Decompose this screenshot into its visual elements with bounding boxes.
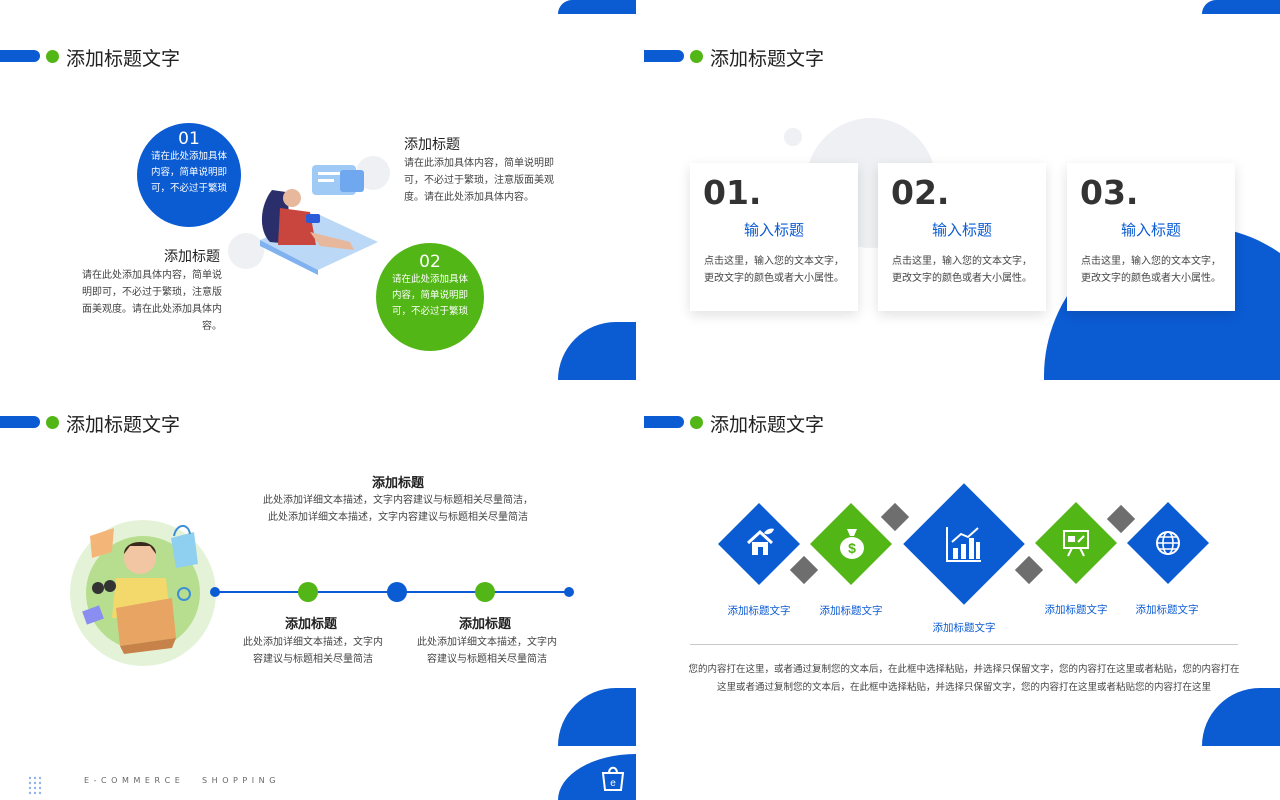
card-text: 点击这里，输入您的文本文字，更改文字的颜色或者大小属性。 [704,256,844,284]
circle-text: 请在此处添加具体内容，简单说明即可，不必过于繁琐 [391,274,468,317]
top-heading: 添加标题 [371,476,424,491]
header-dot [46,50,59,63]
globe-icon [1156,531,1180,555]
timeline-node [387,582,407,602]
slide-2[interactable]: 添加标题文字 01. 输入标题 点击这里，输入您的文本文字，更改文字的颜色或者大… [644,0,1280,380]
header-bar [0,416,40,428]
corner-shape [558,688,636,746]
circle-text: 请在此处添加具体内容，简单说明即可，不必过于繁琐 [150,151,227,194]
card-number: 02. [891,173,950,212]
header-dot [46,416,59,429]
slide-title: 添加标题文字 [710,414,825,436]
diamond-label: 添加标题文字 [1044,604,1108,616]
header-dot [690,50,703,63]
card-title: 输入标题 [743,221,804,239]
corner-shape [1202,0,1280,14]
decor-diamond [880,502,910,532]
divider [690,644,1238,645]
body-text-line: 这里或者通过复制您的文本后，在此框中选择粘贴，并选择只保留文字，您的内容打在这里… [716,682,1211,693]
svg-text:e: e [610,778,616,789]
money-bag-icon: $ [840,529,864,559]
svg-text:$: $ [848,540,856,556]
circle-number: 02 [419,252,441,272]
timeline-node [475,582,495,602]
timeline-node [298,582,318,602]
header-dot [690,416,703,429]
block-text: 请在此处添加具体内容，简单说明即可，不必过于繁琐，注意版面美观度。请在此处添加具… [82,270,222,332]
footer-tagline: E - C O M M E R C E S H O P P I N G [84,776,277,785]
slide-3[interactable]: 添加标题文字 添加标题 此处添加详细文本描述，文字内容建议与标题相关尽量简洁， … [0,410,636,800]
corner-shape [1202,688,1280,746]
right-heading: 添加标题 [458,617,511,632]
bar-chart-icon [946,527,981,562]
slide-title: 添加标题文字 [66,48,181,70]
diamond-label: 添加标题文字 [932,622,996,634]
presentation-icon [1063,530,1089,557]
slide-title: 添加标题文字 [710,48,825,70]
body-text-line: 您的内容打在这里，或者通过复制您的文本后，在此框中选择粘贴，并选择只保留文字，您… [688,664,1240,675]
decor-bubble [784,128,802,146]
top-text-line: 此处添加详细文本描述，文字内容建议与标题相关尽量简洁， [263,495,533,506]
header-bar [0,50,40,62]
top-text-line: 此处添加详细文本描述，文字内容建议与标题相关尽量简洁 [268,512,528,523]
slide-1[interactable]: 添加标题文字 01 请在此处添加具体内容，简单说明即可，不必过于繁琐 02 请在… [0,0,636,380]
left-text: 此处添加详细文本描述，文字内容建议与标题相关尽量简洁 [243,637,383,665]
header-bar [644,50,684,62]
card-01[interactable]: 01. 输入标题 点击这里，输入您的文本文字，更改文字的颜色或者大小属性。 [690,163,858,311]
circle-01: 01 请在此处添加具体内容，简单说明即可，不必过于繁琐 [137,123,241,227]
woman-with-phone-illustration [260,165,378,275]
card-02[interactable]: 02. 输入标题 点击这里，输入您的文本文字，更改文字的颜色或者大小属性。 [878,163,1046,311]
corner-shape [558,322,636,380]
card-title: 输入标题 [931,221,992,239]
card-text: 点击这里，输入您的文本文字，更改文字的颜色或者大小属性。 [1081,256,1221,284]
diamond-label: 添加标题文字 [1135,604,1199,616]
corner-shape [558,0,636,14]
card-03[interactable]: 03. 输入标题 点击这里，输入您的文本文字，更改文字的颜色或者大小属性。 [1067,163,1235,311]
block-heading: 添加标题 [404,137,460,153]
decor-diamond [1106,504,1136,534]
dot-grid-decor [28,776,42,795]
shopping-bag-e-icon: e [601,766,625,791]
decor-bubble [228,233,264,269]
timeline-dot [564,587,574,597]
left-heading: 添加标题 [284,617,337,632]
circle-02: 02 请在此处添加具体内容，简单说明即可，不必过于繁琐 [376,243,484,351]
slide-4[interactable]: 添加标题文字 $ 添加标题文字 添加标题文字 添加 [644,410,1280,790]
card-text: 点击这里，输入您的文本文字，更改文字的颜色或者大小属性。 [892,256,1032,284]
house-icon [746,528,774,555]
card-number: 01. [703,173,762,212]
slide-title: 添加标题文字 [66,414,181,436]
diamond-label: 添加标题文字 [819,605,883,617]
header-bar [644,416,684,428]
card-number: 03. [1080,173,1139,212]
card-title: 输入标题 [1120,221,1181,239]
right-text: 此处添加详细文本描述，文字内容建议与标题相关尽量简洁 [417,637,557,665]
timeline-dot [210,587,220,597]
decor-diamond [789,555,819,585]
block-heading: 添加标题 [164,249,220,265]
block-text: 请在此添加具体内容，简单说明即可，不必过于繁琐，注意版面美观度。请在此处添加具体… [404,158,554,203]
diamond-label: 添加标题文字 [727,605,791,617]
decor-diamond [1014,555,1044,585]
boy-with-box-illustration [82,525,198,654]
circle-number: 01 [178,129,200,149]
